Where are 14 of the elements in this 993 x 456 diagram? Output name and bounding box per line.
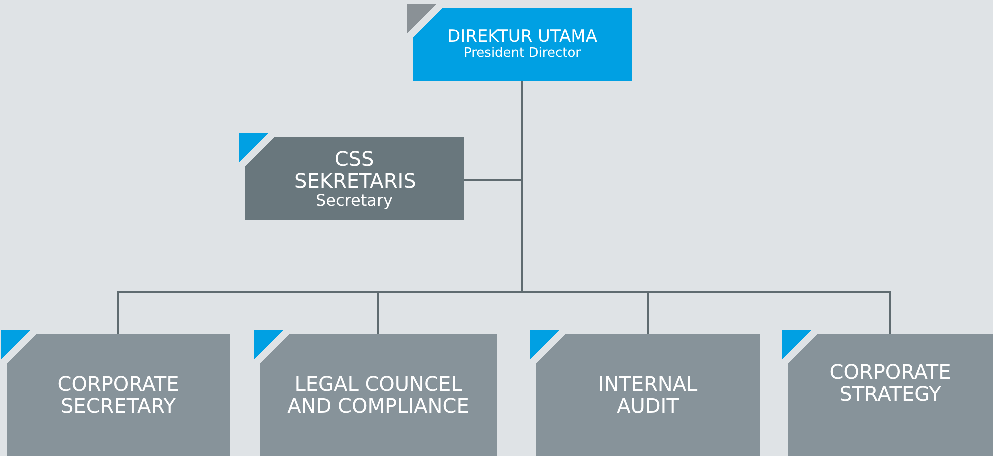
role-title: DIREKTUR UTAMA (448, 28, 598, 47)
role-subtitle: President Director (464, 46, 581, 61)
role-title: INTERNAL AUDIT (597, 373, 699, 417)
org-box (413, 8, 632, 81)
org-box (536, 334, 760, 456)
org-box (245, 137, 464, 220)
org-box (260, 334, 497, 456)
role-subtitle: Secretary (316, 192, 393, 210)
role-title: CSS SEKRETARIS (294, 148, 414, 192)
role-title: LEGAL COUNCEL AND COMPLIANCE (286, 373, 470, 417)
role-title: CORPORATE SECRETARY (56, 373, 180, 417)
org-box (788, 334, 993, 456)
role-title: CORPORATE STRATEGY (828, 361, 952, 405)
org-box (7, 334, 230, 456)
